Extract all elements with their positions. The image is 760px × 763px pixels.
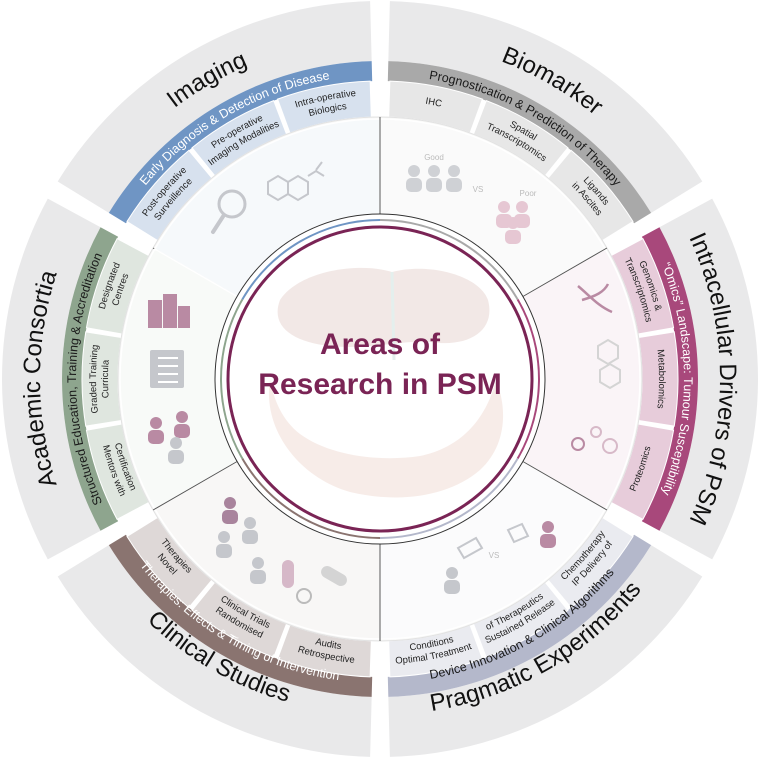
hub-ring-biomarker [380,219,519,303]
band-segment-pragmatic [387,534,652,697]
buildings-icon [148,294,190,328]
hexagon-molecule-icon [597,338,621,390]
outer-segment-imaging [57,1,372,213]
category-band-ring [62,61,699,697]
bubbles-icon [571,426,618,454]
medical-device-icon [444,536,484,594]
subtopic-label-biomarker-1: IHC [425,96,443,110]
good-label: Good [424,153,444,162]
outer-segment-pragmatic [388,545,703,757]
versus-label-pragmatic: VS [489,551,500,560]
sector-divider [152,461,238,511]
band-segment-biomarker [387,61,652,224]
sector-divider [522,247,608,297]
band-segment-clinical [108,534,373,697]
hub-ring-clinical [241,455,380,539]
center-title-line2: Research in PSM [258,368,501,401]
center-hub: Areas of Research in PSM [222,221,538,537]
band-segment-imaging [108,61,373,224]
pill-icon [282,560,347,604]
hub-ring-imaging [241,219,380,303]
subtopic-text-line: IHC [425,96,443,110]
outer-segment-biomarker [388,1,703,213]
subtopic-box-ring [81,80,679,678]
magnifier-icon [211,189,247,234]
sector-divider [522,461,608,511]
molecule-icon [267,161,325,202]
outer-segment-intracellular [659,198,758,560]
hub-border [226,225,534,533]
checklist-icon [150,350,184,388]
outer-segment-academic [2,198,101,560]
subtopic-text-line: Curricula [100,359,112,399]
versus-label: VS [473,185,484,194]
abdomen-illustration [268,267,504,498]
hub-ring-pragmatic [380,455,519,539]
subtopic-text-line: Graded Training [88,344,101,414]
center-title-line1: Areas of [320,328,441,361]
band-segment-intracellular [641,227,699,531]
dna-icon [577,283,613,314]
subtopic-label-intracellular-2: Metabolomics [654,349,667,409]
band-segment-academic [62,227,119,531]
outer-segment-clinical [57,545,372,757]
poor-group-icon [496,201,530,244]
patient-device-icon [506,521,556,548]
poor-label: Poor [520,189,537,198]
graduates-icon [148,411,190,464]
good-group-icon [406,165,462,192]
hub-ring-academic [220,299,248,459]
patients-icon [216,497,266,584]
hub-ring-intracellular [512,299,541,459]
subtopic-text-line: Metabolomics [654,349,667,409]
subtopic-text-line: Audits [314,636,342,652]
